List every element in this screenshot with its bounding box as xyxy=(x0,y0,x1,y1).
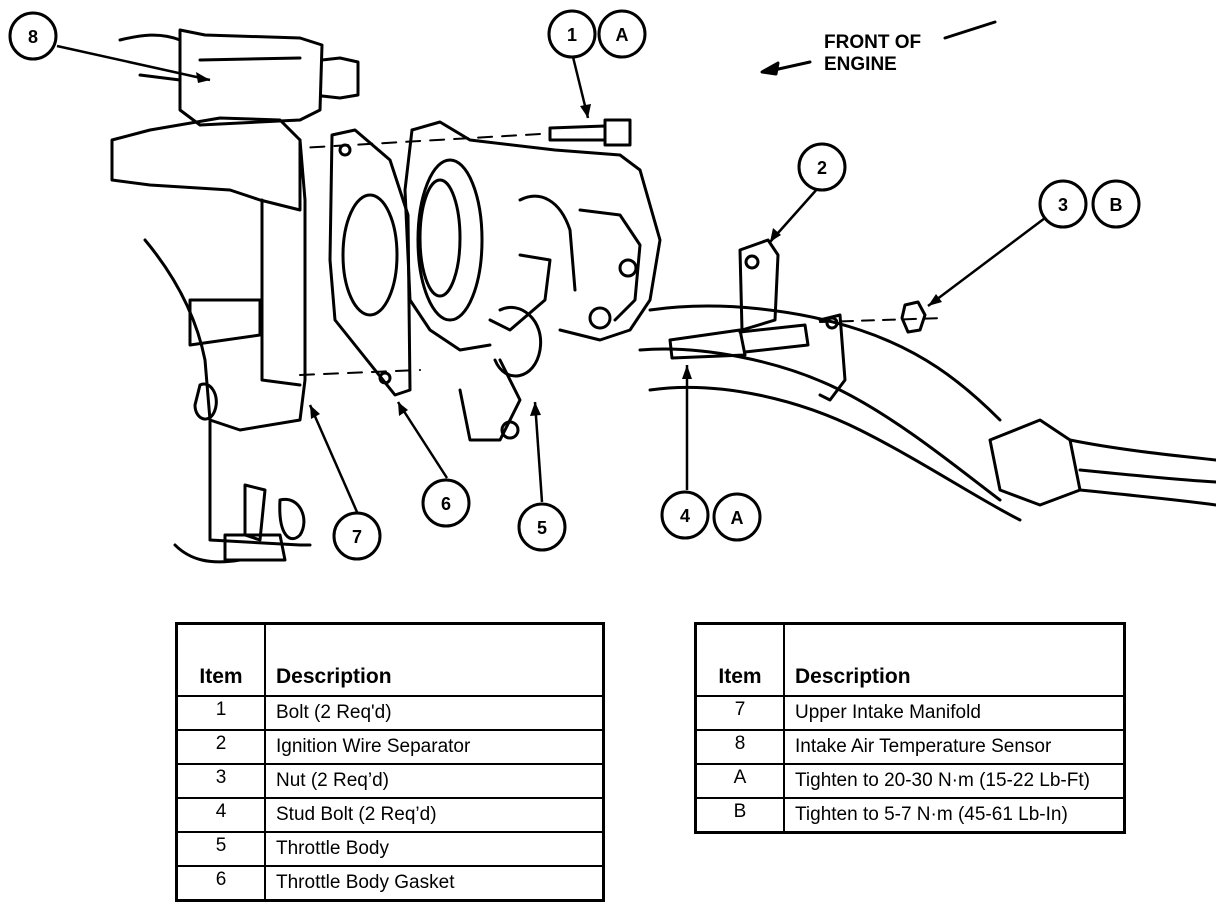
legend-header-row: Item Description xyxy=(175,622,605,697)
table-row: 6 Throttle Body Gasket xyxy=(175,865,605,902)
callout-5-text: 5 xyxy=(537,518,547,538)
callout-4 xyxy=(660,490,710,540)
table-row: B Tighten to 5-7 N·m (45-61 Lb-In) xyxy=(694,797,1126,834)
legend-description: Bolt (2 Req'd) xyxy=(264,695,605,731)
callout-a-bottom-text: A xyxy=(731,508,744,528)
legend-item: B xyxy=(694,797,785,834)
callout-4-text: 4 xyxy=(680,506,690,526)
throttle-body xyxy=(403,120,662,442)
legend-item: 5 xyxy=(175,831,266,867)
header-description: Description xyxy=(783,622,1126,697)
callout-6 xyxy=(421,478,471,528)
legend-item: 3 xyxy=(175,763,266,799)
callout-5 xyxy=(517,502,567,552)
table-row: A Tighten to 20-30 N·m (15-22 Lb-Ft) xyxy=(694,763,1126,799)
front-of-engine-line-2: ENGINE xyxy=(824,54,897,75)
legend-description: Tighten to 5-7 N·m (45-61 Lb-In) xyxy=(783,797,1126,834)
header-item: Item xyxy=(694,622,785,697)
callout-7 xyxy=(332,511,382,561)
bolt-item-1 xyxy=(299,118,632,149)
manifold-stud xyxy=(223,483,306,562)
legend-item: 8 xyxy=(694,729,785,765)
callout-a-bottom xyxy=(712,492,762,542)
legend-table-right: Item Description 7 Upper Intake Manifold… xyxy=(694,622,1126,834)
front-of-engine-label: FRONT OF ENGINE xyxy=(824,32,921,76)
callout-2 xyxy=(797,142,847,192)
table-row: 2 Ignition Wire Separator xyxy=(175,729,605,765)
table-row: 1 Bolt (2 Req'd) xyxy=(175,695,605,731)
legend-table-left: Item Description 1 Bolt (2 Req'd) 2 Igni… xyxy=(175,622,605,902)
legend-item: 2 xyxy=(175,729,266,765)
table-row: 3 Nut (2 Req’d) xyxy=(175,763,605,799)
throttle-body-exploded-diagram: 8 1 A 2 3 B 4 A 5 6 7 xyxy=(8,9,1216,564)
legend-description: Intake Air Temperature Sensor xyxy=(783,729,1126,765)
legend-header-row: Item Description xyxy=(694,622,1126,697)
legend-item: A xyxy=(694,763,785,799)
legend-description: Throttle Body xyxy=(264,831,605,867)
callout-a-top-text: A xyxy=(616,25,629,45)
legend-item: 7 xyxy=(694,695,785,731)
callout-7-text: 7 xyxy=(352,527,362,547)
upper-intake-manifold xyxy=(110,116,312,564)
legend-item: 1 xyxy=(175,695,266,731)
callout-8 xyxy=(8,11,58,61)
header-item: Item xyxy=(175,622,266,697)
legend-item: 4 xyxy=(175,797,266,833)
front-of-engine-line-1: FRONT OF xyxy=(824,32,922,53)
callout-1 xyxy=(547,9,597,59)
legend-description: Nut (2 Req’d) xyxy=(264,763,605,799)
callout-6-text: 6 xyxy=(441,494,451,514)
legend-description: Tighten to 20-30 N·m (15-22 Lb-Ft) xyxy=(783,763,1126,799)
callout-8-text: 8 xyxy=(28,27,38,47)
callout-3 xyxy=(1038,179,1088,229)
throttle-body-gasket xyxy=(328,128,412,397)
callout-2-text: 2 xyxy=(817,158,827,178)
table-row: 4 Stud Bolt (2 Req’d) xyxy=(175,797,605,833)
callout-b xyxy=(1091,179,1141,229)
legend-description: Ignition Wire Separator xyxy=(264,729,605,765)
intake-air-temperature-sensor xyxy=(118,28,360,127)
callout-b-text: B xyxy=(1110,195,1123,215)
table-row: 8 Intake Air Temperature Sensor xyxy=(694,729,1126,765)
ignition-wire-bundle xyxy=(638,304,1216,522)
front-of-engine-arrow xyxy=(760,20,997,76)
legend-description: Upper Intake Manifold xyxy=(783,695,1126,731)
callout-1-text: 1 xyxy=(567,25,577,45)
nut-item-3 xyxy=(900,300,927,334)
legend-description: Stud Bolt (2 Req’d) xyxy=(264,797,605,833)
ignition-wire-separator xyxy=(738,238,847,402)
table-row: 7 Upper Intake Manifold xyxy=(694,695,1126,731)
legend-item: 6 xyxy=(175,865,266,902)
callout-3-text: 3 xyxy=(1058,195,1068,215)
table-row: 5 Throttle Body xyxy=(175,831,605,867)
legend-description: Throttle Body Gasket xyxy=(264,865,605,902)
header-description: Description xyxy=(264,622,605,697)
callout-a-top xyxy=(597,9,647,59)
